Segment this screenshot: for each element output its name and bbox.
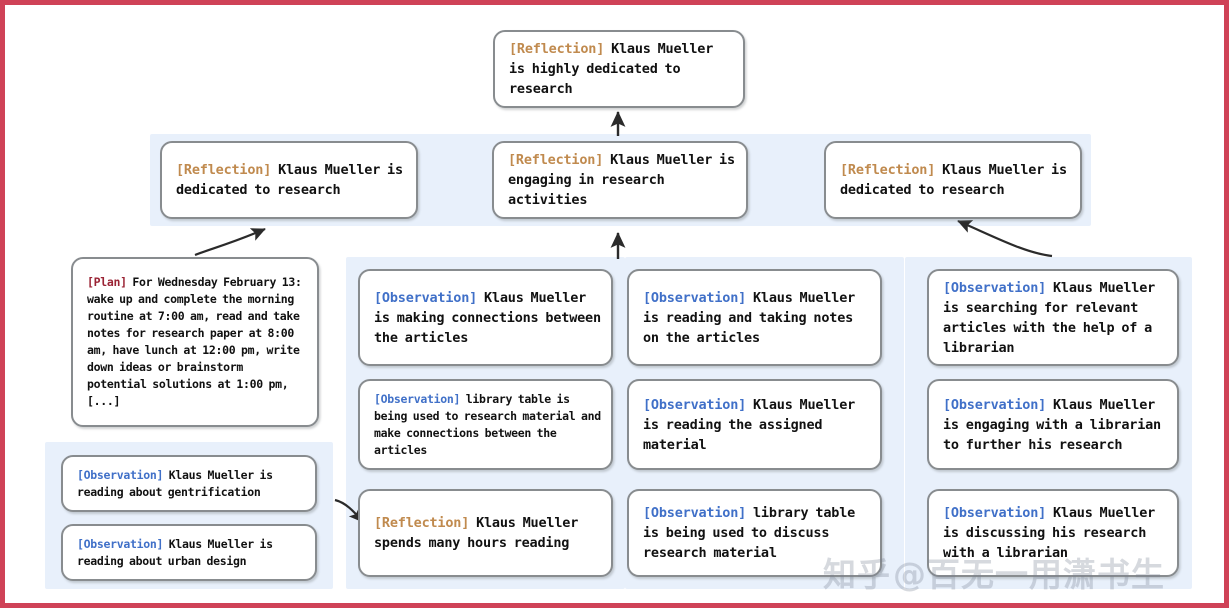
watermark-logo: 知乎: [823, 555, 891, 594]
node-text: [Observation] Klaus Mueller is reading t…: [629, 395, 880, 455]
node-text: [Observation] Klaus Mueller is discussin…: [929, 503, 1177, 563]
node-body: Klaus Mueller is discussing his research…: [943, 505, 1162, 561]
node-col-a-observation-1[interactable]: [Observation] Klaus Mueller is making co…: [358, 269, 613, 366]
node-body: For Wednesday February 13: wake up and c…: [87, 275, 308, 408]
tag-observation: [Observation]: [374, 289, 478, 306]
node-text: [Observation] library table is being use…: [629, 503, 880, 563]
node-text: [Reflection] Klaus Mueller is engaging i…: [494, 150, 746, 210]
tag-observation: [Observation]: [374, 391, 461, 406]
node-reflection-2[interactable]: [Reflection] Klaus Mueller is engaging i…: [492, 141, 748, 219]
node-text: [Plan] For Wednesday February 13: wake u…: [73, 274, 317, 410]
tag-reflection: [Reflection]: [509, 41, 605, 57]
tag-observation: [Observation]: [77, 467, 164, 482]
node-text: [Observation] Klaus Mueller is searching…: [929, 278, 1177, 358]
node-col-a-observation-2[interactable]: [Observation] library table is being use…: [358, 379, 613, 470]
tag-reflection: [Reflection]: [508, 152, 604, 168]
node-text: [Reflection] Klaus Mueller spends many h…: [360, 513, 611, 553]
node-reflection-1[interactable]: [Reflection] Klaus Mueller is dedicated …: [160, 141, 418, 219]
tag-observation: [Observation]: [77, 536, 164, 551]
node-body: library table is being used to discuss r…: [643, 505, 862, 561]
node-col-c-observation-3[interactable]: [Observation] Klaus Mueller is discussin…: [927, 489, 1179, 577]
node-col-b-observation-3[interactable]: [Observation] library table is being use…: [627, 489, 882, 577]
node-text: [Observation] Klaus Mueller is making co…: [360, 288, 611, 348]
node-left-observation-1[interactable]: [Observation] Klaus Mueller is reading a…: [61, 455, 317, 512]
node-body: Klaus Mueller spends many hours reading: [374, 515, 586, 551]
node-reflection-3[interactable]: [Reflection] Klaus Mueller is dedicated …: [824, 141, 1082, 219]
node-text: [Observation] Klaus Mueller is reading a…: [63, 467, 315, 501]
tag-reflection: [Reflection]: [840, 162, 936, 178]
tag-reflection: [Reflection]: [374, 515, 470, 531]
watermark-handle: @百无一用潇书生: [893, 555, 1165, 594]
tag-observation: [Observation]: [643, 396, 747, 413]
node-col-b-observation-1[interactable]: [Observation] Klaus Mueller is reading a…: [627, 269, 882, 366]
node-body: Klaus Mueller is reading about urban des…: [77, 536, 279, 568]
node-col-a-reflection[interactable]: [Reflection] Klaus Mueller spends many h…: [358, 489, 613, 577]
node-body: library table is being used to research …: [374, 391, 607, 457]
node-col-c-observation-1[interactable]: [Observation] Klaus Mueller is searching…: [927, 269, 1179, 366]
node-body: Klaus Mueller is engaging with a librari…: [943, 396, 1168, 453]
node-left-observation-2[interactable]: [Observation] Klaus Mueller is reading a…: [61, 524, 317, 581]
node-text: [Reflection] Klaus Mueller is highly ded…: [495, 39, 743, 99]
node-body: Klaus Mueller is reading the assigned ma…: [643, 396, 862, 453]
node-body: Klaus Mueller is engaging in research ac…: [508, 152, 742, 208]
node-text: [Observation] Klaus Mueller is engaging …: [929, 395, 1177, 455]
node-body: Klaus Mueller is making connections betw…: [374, 289, 608, 346]
tag-observation: [Observation]: [643, 289, 747, 306]
node-plan[interactable]: [Plan] For Wednesday February 13: wake u…: [71, 257, 319, 427]
tag-observation: [Observation]: [943, 279, 1047, 296]
node-text: [Observation] Klaus Mueller is reading a…: [63, 536, 315, 570]
node-text: [Reflection] Klaus Mueller is dedicated …: [826, 160, 1080, 200]
node-col-b-observation-2[interactable]: [Observation] Klaus Mueller is reading t…: [627, 379, 882, 470]
tag-observation: [Observation]: [943, 505, 1047, 521]
node-body: Klaus Mueller is dedicated to research: [840, 162, 1074, 198]
node-col-c-observation-2[interactable]: [Observation] Klaus Mueller is engaging …: [927, 379, 1179, 470]
node-text: [Reflection] Klaus Mueller is dedicated …: [162, 160, 416, 200]
node-body: Klaus Mueller is reading and taking note…: [643, 289, 862, 346]
tag-plan: [Plan]: [87, 275, 127, 289]
node-text: [Observation] library table is being use…: [360, 391, 611, 459]
node-text: [Observation] Klaus Mueller is reading a…: [629, 288, 880, 348]
node-root-reflection[interactable]: [Reflection] Klaus Mueller is highly ded…: [493, 30, 745, 108]
tag-observation: [Observation]: [943, 396, 1047, 413]
node-body: Klaus Mueller is highly dedicated to res…: [509, 41, 721, 97]
node-body: Klaus Mueller is dedicated to research: [176, 162, 410, 198]
node-body: Klaus Mueller is reading about gentrific…: [77, 467, 279, 499]
tag-observation: [Observation]: [643, 505, 747, 521]
tag-reflection: [Reflection]: [176, 162, 272, 178]
node-body: Klaus Mueller is searching for relevant …: [943, 279, 1162, 356]
